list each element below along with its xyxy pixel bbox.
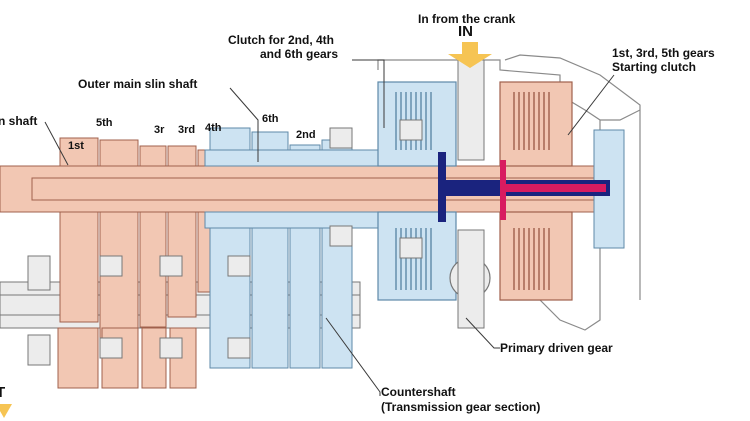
- power-path-magenta-vertical: [500, 160, 506, 220]
- countershaft-left-bearing-lower: [27, 334, 51, 366]
- input-arrow: [448, 42, 492, 68]
- primary-driven-gear: [449, 59, 491, 329]
- bearing-3: [399, 119, 423, 141]
- leader-main-shaft: [44, 121, 69, 166]
- in-from-crank-label: In from the crank: [418, 12, 516, 26]
- in-label: IN: [458, 23, 473, 40]
- output-arrow-head: [0, 404, 12, 418]
- bearing-6: [99, 337, 123, 359]
- blue-gear-upper-3: [289, 144, 321, 151]
- gear-label-1st: 1st: [68, 140, 84, 152]
- bearings: [99, 119, 423, 359]
- countershaft-left-bearing: [27, 255, 51, 291]
- transmission-housing: [377, 54, 641, 331]
- gear-label-3rd: 3rd: [178, 124, 196, 136]
- output-partial-label: T: [0, 384, 6, 401]
- power-flow-paths: [438, 152, 610, 222]
- clutch-135-label-line2: Starting clutch: [612, 60, 697, 74]
- blue-gear-lower-4: [321, 227, 353, 369]
- bearing-8: [159, 337, 183, 359]
- leader-clutch-246: [352, 59, 385, 128]
- gear-label-3rd-cut: 3r: [154, 124, 165, 136]
- bearing-2: [329, 225, 353, 247]
- leader-primary-gear: [465, 317, 500, 349]
- gear-label-5th: 5th: [96, 117, 113, 129]
- countershaft-label-line2: (Transmission gear section): [381, 400, 541, 414]
- outer-main-shaft-label: Outer main slin shaft: [78, 77, 198, 91]
- clutch-246-label-line2: and 6th gears: [260, 47, 339, 61]
- leader-lines: [44, 59, 615, 396]
- countershaft-label-line1: Countershaft: [381, 385, 456, 399]
- gear-label-4th: 4th: [205, 122, 222, 134]
- pink-gear-upper-4: [167, 145, 197, 167]
- pink-gear-upper-3: [139, 145, 167, 167]
- leader-countershaft: [325, 317, 381, 396]
- leader-clutch-135: [567, 74, 615, 136]
- primary-driven-gear-label: Primary driven gear: [500, 341, 613, 355]
- bearing-9: [227, 255, 251, 277]
- bearing-1: [329, 127, 353, 149]
- blue-gear-lower-2: [251, 227, 289, 369]
- pink-gear-lower-1: [59, 211, 99, 323]
- primary-gear-upper: [457, 59, 485, 161]
- bearing-4: [399, 237, 423, 259]
- blue-gear-lower-3: [289, 227, 321, 369]
- pink-gear-countershaft-1: [57, 327, 99, 389]
- input-arrow-stem: [462, 42, 478, 54]
- clutch-135-label-line1: 1st, 3rd, 5th gears: [612, 46, 715, 60]
- bearing-7: [159, 255, 183, 277]
- pink-gear-lower-2: [99, 211, 139, 343]
- gear-label-2nd: 2nd: [296, 129, 316, 141]
- leader-outer-main-shaft: [229, 87, 259, 162]
- gear-label-6th: 6th: [262, 113, 279, 125]
- power-path-magenta-horizontal: [506, 184, 606, 192]
- bearing-5: [99, 255, 123, 277]
- primary-gear-lower: [457, 229, 485, 329]
- inner-main-shaft-label: n shaft: [0, 114, 38, 128]
- input-arrow-head: [448, 54, 492, 68]
- clutch-246-label-line1: Clutch for 2nd, 4th: [228, 33, 334, 47]
- pink-gear-upper-2: [99, 139, 139, 167]
- blue-gear-upper-2: [251, 131, 289, 151]
- output-arrow: [0, 404, 12, 418]
- clutch-135-lower-drum: [499, 211, 573, 301]
- bearing-10: [227, 337, 251, 359]
- clutch-135-upper-drum: [499, 81, 573, 167]
